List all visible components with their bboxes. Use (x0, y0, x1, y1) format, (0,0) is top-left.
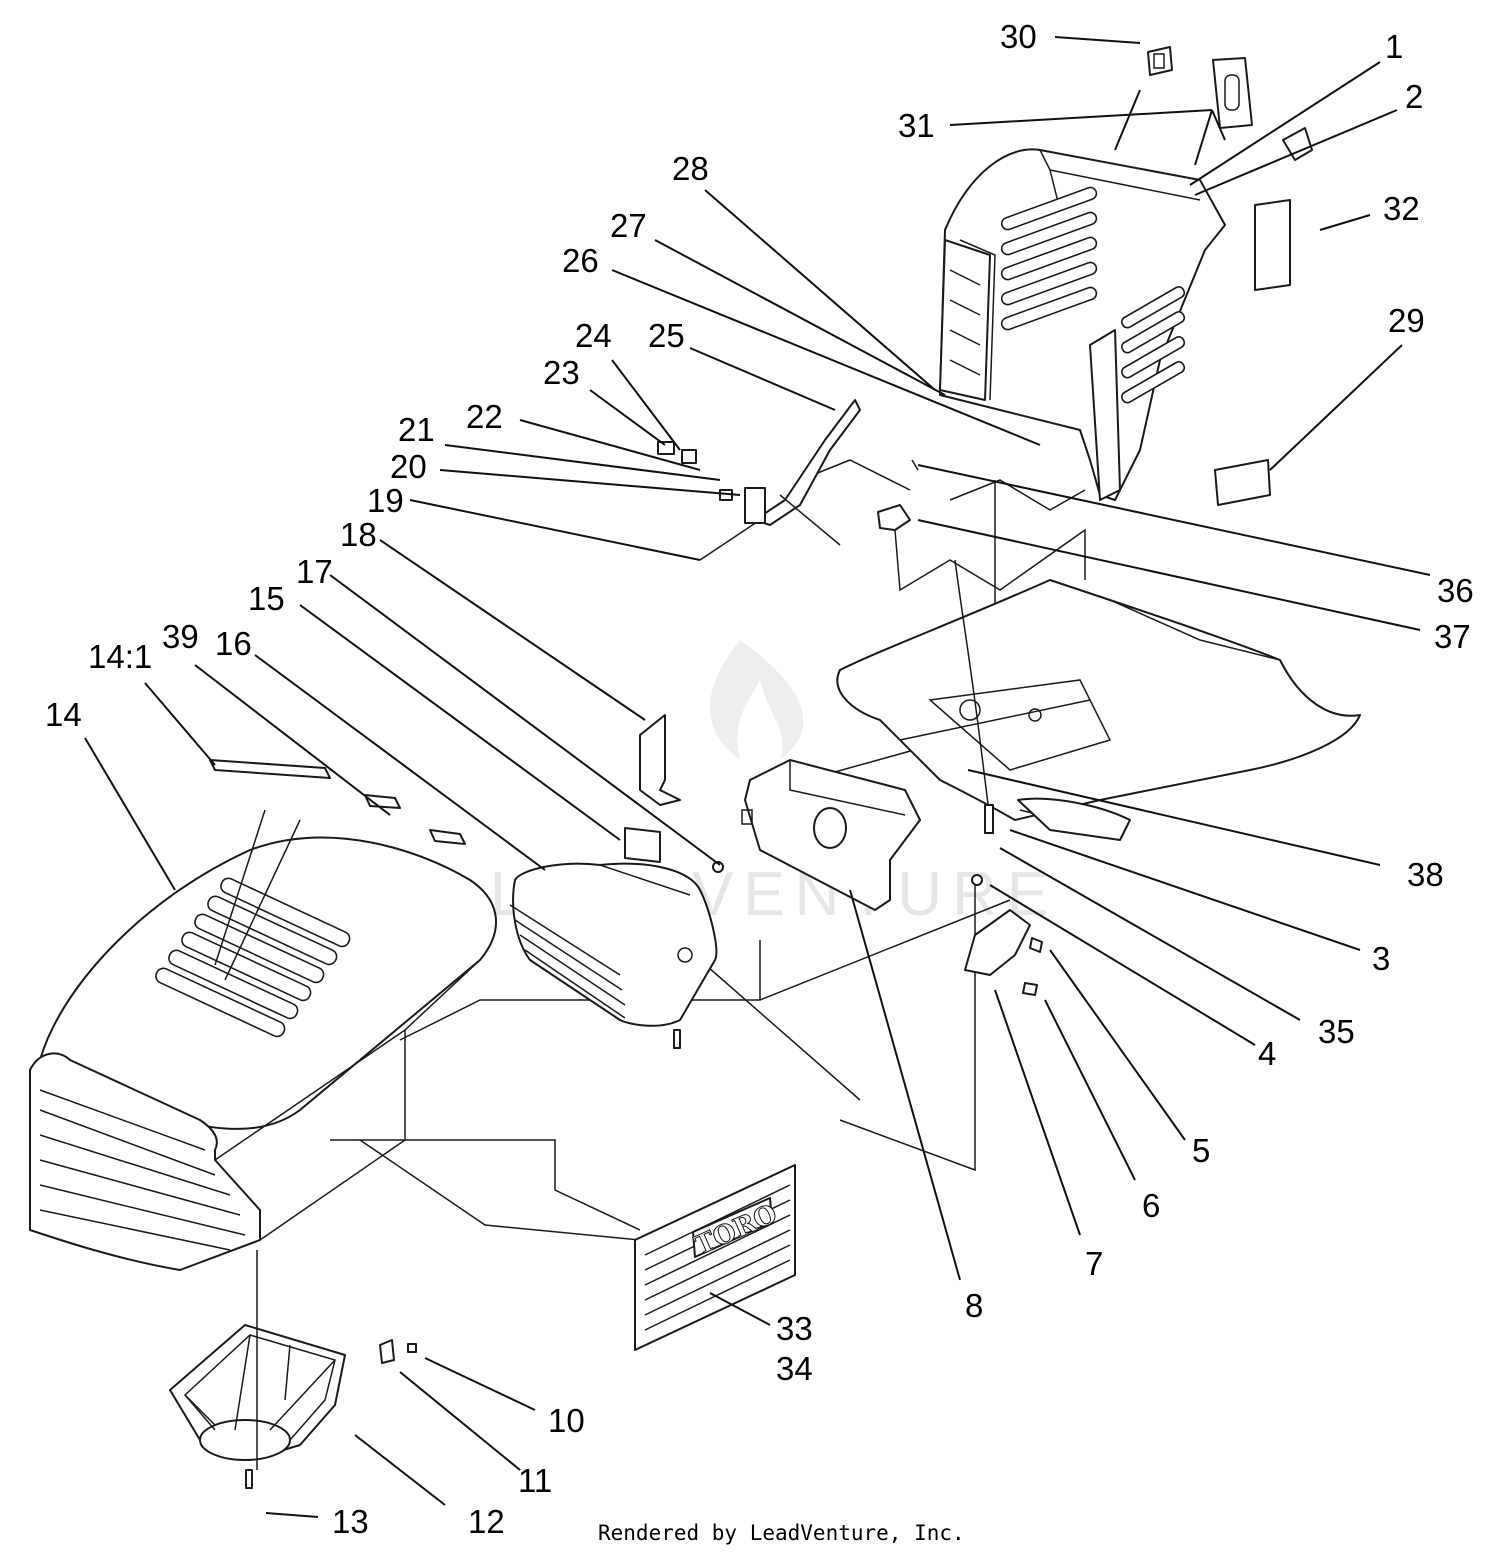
callout-20: 20 (390, 448, 427, 485)
footer-credit: Rendered by LeadVenture, Inc. (598, 1521, 965, 1545)
callout-21: 21 (398, 411, 435, 448)
callout-34: 34 (776, 1350, 813, 1387)
decal-14-1 (209, 759, 331, 779)
callout-22: 22 (466, 398, 503, 435)
callout-19: 19 (367, 482, 404, 519)
callout-12: 12 (468, 1503, 505, 1540)
bracket-36-37 (877, 459, 919, 531)
dash-bracket (741, 759, 921, 911)
decal-39 (364, 794, 466, 845)
bolt-17 (673, 861, 724, 1049)
callout-18: 18 (340, 516, 377, 553)
callout-8: 8 (965, 1287, 983, 1324)
decal-15 (624, 827, 661, 863)
headlight-tray (169, 1324, 417, 1489)
decal-32 (1254, 199, 1291, 291)
callout-37: 37 (1434, 618, 1471, 655)
callout-14: 14 (45, 696, 82, 733)
fender-deck (836, 579, 1361, 841)
callout-3: 3 (1372, 940, 1390, 977)
decal-30 (1147, 46, 1173, 76)
callout-30: 30 (1000, 18, 1037, 55)
callout-5: 5 (1192, 1132, 1210, 1169)
hood-vent-slots (155, 877, 351, 1038)
callout-10: 10 (548, 1402, 585, 1439)
leader-lines (84, 36, 1431, 1518)
callout-7: 7 (1085, 1245, 1103, 1282)
dash-panel (939, 148, 1226, 501)
linkage-rod (954, 559, 994, 834)
callout-31: 31 (898, 107, 935, 144)
throttle-control (657, 399, 861, 561)
hood (29, 809, 497, 1271)
dash-vent-slots (1000, 186, 1186, 404)
callout-25: 25 (648, 317, 685, 354)
callout-2: 2 (1405, 78, 1423, 115)
callout-39: 39 (162, 618, 199, 655)
callout-32: 32 (1383, 190, 1420, 227)
callout-16: 16 (215, 625, 252, 662)
callout-38: 38 (1407, 856, 1444, 893)
callout-28: 28 (672, 150, 709, 187)
decal-29 (1214, 459, 1271, 506)
callout-24: 24 (575, 317, 612, 354)
callout-labels: 30 1 2 31 28 32 27 26 29 24 25 23 22 21 … (45, 18, 1474, 1540)
callout-13: 13 (332, 1503, 369, 1540)
callout-6: 6 (1142, 1187, 1160, 1224)
callout-23: 23 (543, 354, 580, 391)
key-switch-2 (1282, 127, 1313, 161)
callout-15: 15 (248, 580, 285, 617)
assembly-guide-lines (330, 459, 1086, 1241)
bracket-7 (964, 874, 1043, 996)
callout-11: 11 (518, 1462, 552, 1499)
front-grille (509, 862, 718, 1027)
toro-decal: TORO (634, 1164, 796, 1351)
callout-14-1: 14:1 (88, 638, 152, 675)
callout-29: 29 (1388, 302, 1425, 339)
bracket-18 (639, 714, 681, 806)
decal-31 (1212, 57, 1253, 129)
callout-1: 1 (1385, 28, 1403, 65)
callout-4: 4 (1258, 1035, 1276, 1072)
callout-36: 36 (1437, 572, 1474, 609)
callout-35: 35 (1318, 1013, 1355, 1050)
callout-27: 27 (610, 207, 647, 244)
callout-26: 26 (562, 242, 599, 279)
callout-33: 33 (776, 1310, 813, 1347)
callout-17: 17 (296, 553, 333, 590)
